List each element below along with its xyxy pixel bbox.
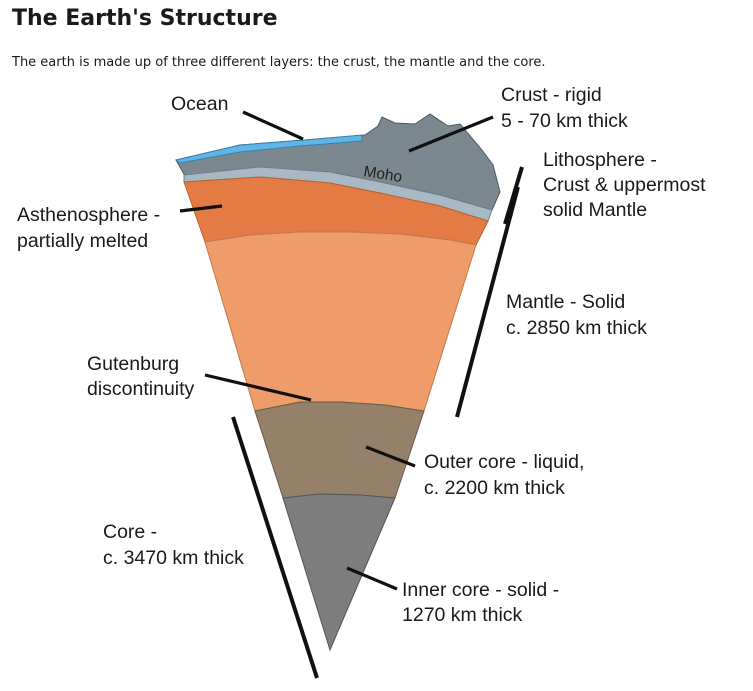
label-gutenberg: Gutenburg discontinuity: [87, 353, 195, 400]
pointer-outer-core: [365, 445, 416, 468]
label-ocean: Ocean: [171, 93, 228, 115]
pointer-crust: [408, 115, 494, 153]
pointer-gutenberg: [204, 373, 312, 402]
inner-core-layer: [282, 493, 396, 652]
label-core: Core - c. 3470 km thick: [103, 521, 244, 569]
bracket-mantle: [455, 186, 520, 418]
page-title: The Earth's Structure: [12, 6, 278, 31]
label-crust: Crust - rigid 5 - 70 km thick: [501, 84, 628, 132]
outer-core-layer: [254, 401, 425, 499]
pointer-ocean: [242, 110, 304, 141]
bracket-lithosphere: [503, 166, 524, 225]
label-lithosphere: Lithosphere - Crust & uppermost solid Ma…: [543, 149, 711, 221]
label-asthenosphere: Asthenosphere - partially melted: [17, 204, 166, 252]
label-moho: Moho: [362, 163, 403, 186]
ocean-layer: [174, 134, 363, 164]
pointer-asthenosphere: [179, 204, 223, 213]
pointer-inner-core: [346, 566, 398, 591]
label-mantle: Mantle - Solid c. 2850 km thick: [506, 291, 647, 339]
page-subtitle: The earth is made up of three different …: [12, 55, 546, 70]
bracket-core: [231, 416, 319, 679]
label-inner-core: Inner core - solid - 1270 km thick: [402, 579, 565, 626]
label-outer-core: Outer core - liquid, c. 2200 km thick: [424, 451, 590, 499]
